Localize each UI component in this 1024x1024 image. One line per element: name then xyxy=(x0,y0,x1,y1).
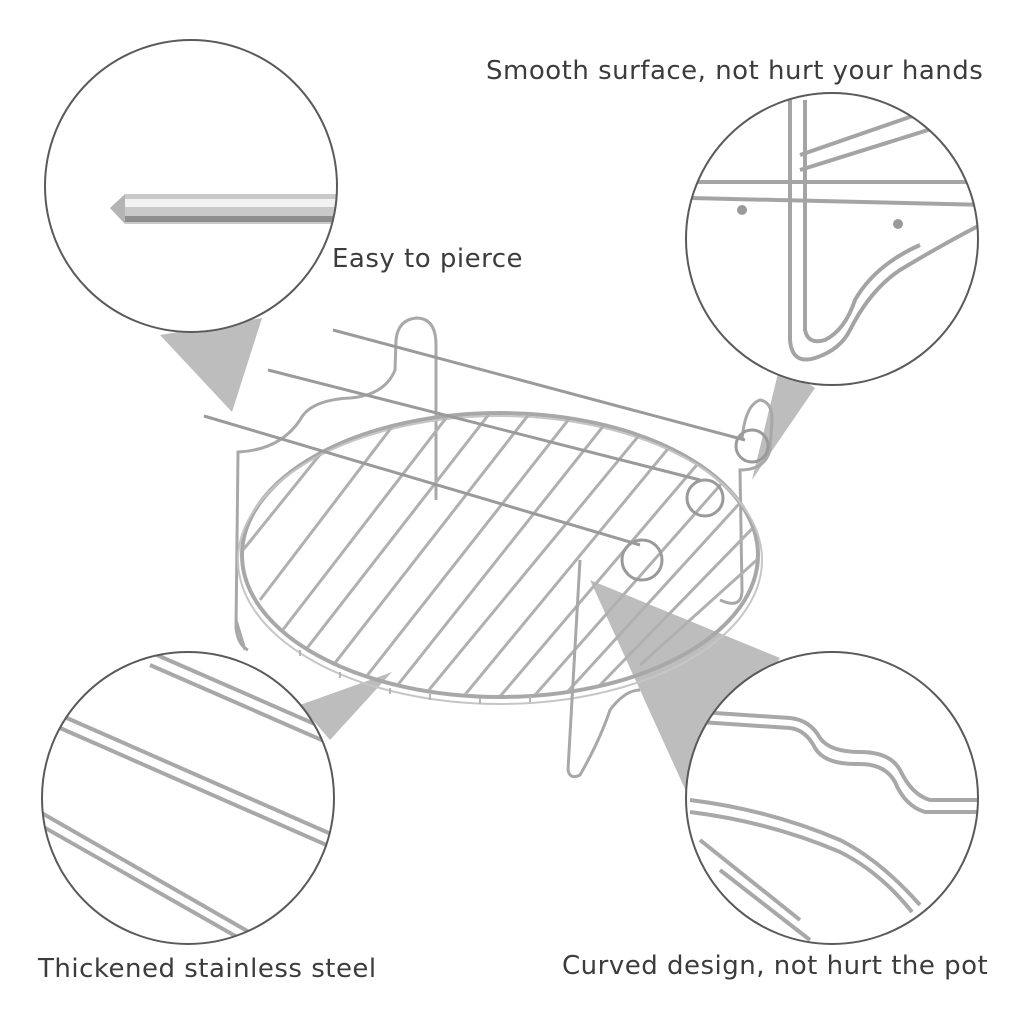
pointer-thick xyxy=(300,672,392,740)
pointer-pierce xyxy=(160,318,262,412)
detail-circle-thick xyxy=(41,651,335,945)
pointer-curved xyxy=(590,580,780,800)
detail-circle-pierce xyxy=(44,39,338,333)
detail-circle-smooth xyxy=(685,92,979,386)
callout-label-easy-to-pierce: Easy to pierce xyxy=(332,244,524,274)
callout-label-smooth-surface: Smooth surface, not hurt your hands xyxy=(486,56,984,86)
callout-label-curved-design: Curved design, not hurt the pot xyxy=(562,951,989,981)
grill-rack xyxy=(203,316,774,779)
callout-label-thickened-steel: Thickened stainless steel xyxy=(38,954,377,984)
detail-circle-curved xyxy=(685,651,979,945)
